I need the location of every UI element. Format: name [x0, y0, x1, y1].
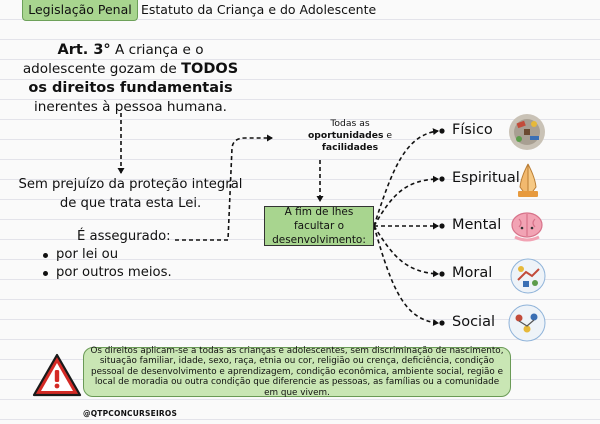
list-item: por outros meios.: [42, 264, 172, 282]
warning-text: Os direitos aplicam-se a todas as crianç…: [90, 345, 504, 398]
branch-label-moral: Moral: [452, 265, 493, 281]
branch-dot-mental: [439, 223, 445, 229]
branch-label-fisico: Físico: [452, 122, 493, 138]
article-emphasis-direitos: os direitos fundamentais: [28, 80, 233, 96]
article-emphasis-todos: TODOS: [181, 61, 239, 77]
article-text-part-1: A criança e o adolescente gozam de: [22, 42, 204, 77]
result-text: A fim de lhes facultar o desenvolvimento…: [272, 206, 366, 246]
article-text-part-2: inerentes à pessoa humana.: [34, 99, 227, 115]
branch-line-moral: [373, 225, 439, 278]
facilidades-word: facilidades: [321, 142, 379, 153]
arrow-assegurado-to-oportunidades: [175, 134, 273, 241]
oportunidades-conj: e: [383, 130, 392, 141]
moral-values-icon: [510, 258, 546, 294]
assegurado-label: É assegurado:: [77, 229, 171, 244]
branch-dot-moral: [439, 271, 445, 277]
praying-hands-icon: [518, 163, 538, 197]
branch-line-fisico: [373, 128, 439, 227]
warning-box: Os direitos aplicam-se a todas as crianç…: [83, 345, 511, 398]
branch-line-espiritual: [373, 175, 439, 227]
assegurado-list: por lei ou por outros meios.: [42, 246, 172, 282]
branch-label-mental: Mental: [452, 217, 502, 233]
warning-triangle-icon: [32, 353, 82, 397]
physical-development-icon: [509, 114, 545, 150]
article-number: Art. 3°: [57, 42, 111, 58]
list-item: por lei ou: [42, 246, 172, 264]
social-people-icon: [508, 304, 546, 342]
branch-label-espiritual: Espiritual: [452, 170, 520, 186]
prejuizo-text: Sem prejuízo da proteção integral de que…: [18, 177, 243, 211]
article-text: Art. 3° A criança e o adolescente gozam …: [18, 41, 243, 117]
branch-label-social: Social: [452, 314, 495, 330]
branch-dot-espiritual: [439, 176, 445, 182]
result-box: A fim de lhes facultar o desenvolvimento…: [264, 206, 374, 246]
oportunidades-prefix: Todas as: [330, 118, 370, 129]
branch-dot-fisico: [439, 128, 445, 134]
brain-icon: [511, 212, 543, 242]
branch-line-social: [373, 225, 439, 327]
oportunidades-text: Todas as oportunidades e facilidades: [270, 118, 430, 154]
branch-dot-social: [439, 320, 445, 326]
social-handle: @QTPCONCURSEIROS: [83, 409, 178, 418]
header-tag: Legislação Penal: [22, 0, 138, 21]
oportunidades-word: oportunidades: [308, 130, 384, 141]
header-subtitle: Estatuto da Criança e do Adolescente: [141, 2, 377, 17]
